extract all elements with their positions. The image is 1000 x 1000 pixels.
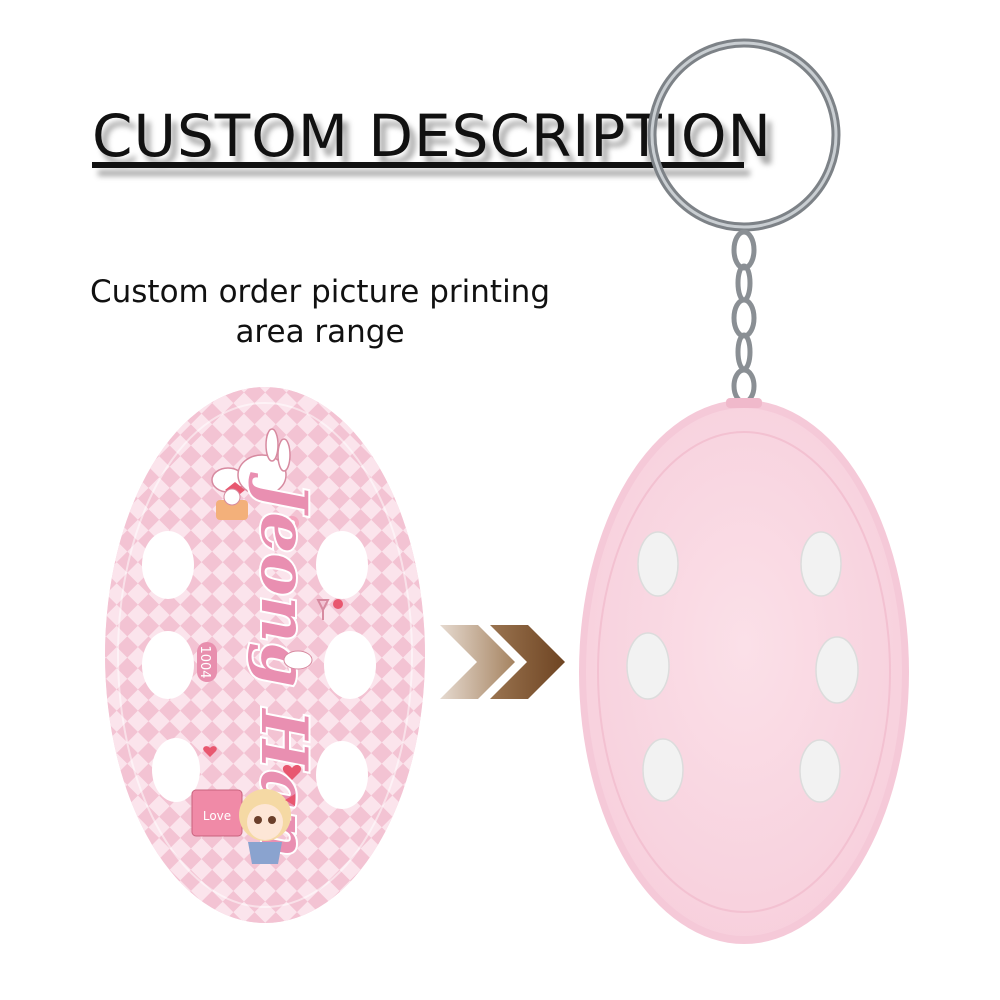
keychain-back: [579, 398, 909, 944]
keyring-icon: [647, 38, 841, 232]
arrow-right-icon: [440, 625, 565, 699]
front-holes: [142, 531, 376, 809]
heart-icon: [203, 746, 302, 780]
description-block: Custom order picture printing area range: [60, 272, 580, 352]
character-icon: Love: [191, 789, 295, 864]
keychain-front: Jeong Han 1004 Love: [105, 387, 425, 923]
flower-icon: [285, 516, 299, 530]
glass-icon: [316, 599, 343, 620]
bunny-icon: [211, 428, 291, 520]
chain-icon: [731, 229, 757, 405]
description-line-2: area range: [235, 314, 405, 350]
heading-underline: [92, 162, 744, 168]
back-holes: [626, 531, 859, 803]
printed-number: 1004: [197, 645, 212, 678]
tag-text: Love: [203, 809, 231, 823]
description-line-1: Custom order picture printing: [89, 274, 551, 310]
cloud-icon: [283, 650, 313, 670]
